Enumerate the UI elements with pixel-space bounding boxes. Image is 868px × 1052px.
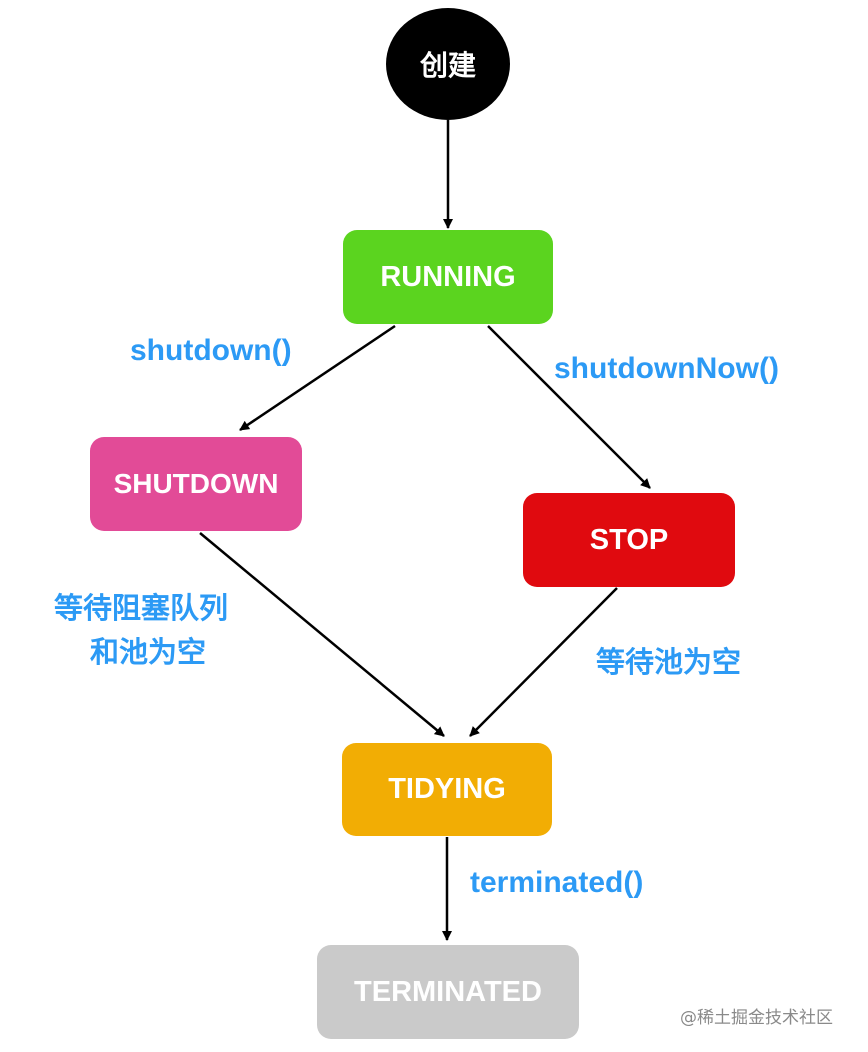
arrow-shutdown-to-tidying — [199, 532, 445, 737]
start-node-label: 创建 — [419, 49, 476, 82]
running-state-node: RUNNING — [343, 230, 553, 324]
shutdown-state-label: SHUTDOWN — [113, 468, 279, 499]
arrow-running-to-shutdown — [239, 324, 396, 432]
arrow-running-to-stop — [487, 325, 651, 489]
tidying-state-node: TIDYING — [342, 743, 552, 836]
terminated-state-label: TERMINATED — [354, 975, 542, 1008]
terminated-state-node: TERMINATED — [317, 945, 579, 1039]
running-state-label: RUNNING — [380, 260, 516, 293]
tidying-state-label: TIDYING — [388, 773, 506, 805]
edge-label-shutdownnow-call: shutdownNow() — [554, 352, 779, 385]
edge-label-shutdown-call: shutdown() — [130, 334, 292, 367]
edge-label-wait-queue-and-pool-empty: 等待阻塞队列 和池为空 — [54, 586, 228, 674]
edge-label-terminated-call: terminated() — [470, 866, 644, 899]
edge-label-wait-pool-empty: 等待池为空 — [596, 645, 742, 679]
stop-state-label: STOP — [589, 523, 669, 556]
start-node: 创建 — [386, 8, 510, 120]
edge-label-line-1: 等待阻塞队列 — [54, 591, 229, 625]
shutdown-state-node: SHUTDOWN — [90, 437, 302, 531]
watermark-text: @稀土掘金技术社区 — [680, 1008, 833, 1028]
stop-state-node: STOP — [523, 493, 735, 587]
arrow-stop-to-tidying — [469, 587, 618, 737]
edge-label-line-2: 和池为空 — [90, 635, 207, 669]
